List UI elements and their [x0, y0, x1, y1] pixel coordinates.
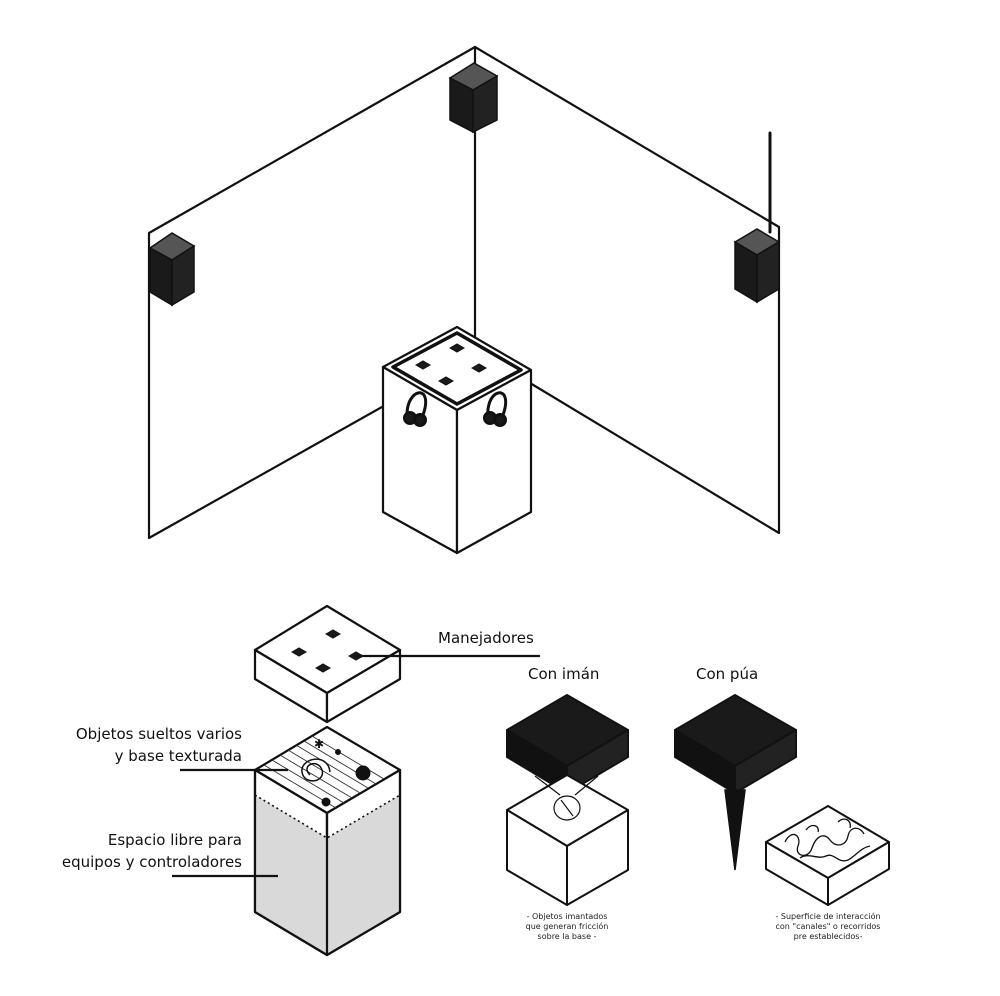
caption-iman-line3: sobre la base - — [537, 932, 597, 941]
label-objetos-line1: Objetos sueltos varios — [75, 725, 242, 743]
label-objetos-line2: y base texturada — [114, 747, 242, 765]
pedestal-room — [381, 325, 533, 555]
channel-paths — [784, 818, 871, 862]
label-espacio-line1: Espacio libre para — [107, 831, 242, 849]
textured-surface — [263, 735, 385, 809]
caption-iman-line1: - Objetos imantados — [526, 912, 608, 921]
speaker-right — [733, 228, 781, 304]
caption-pua-line1: - Superficie de interacción — [775, 912, 881, 921]
label-manejadores: Manejadores — [438, 629, 534, 647]
magnet-base — [506, 774, 629, 906]
base-module — [253, 725, 402, 957]
magnet-field — [534, 775, 599, 821]
channel-base — [765, 805, 890, 906]
label-con-iman: Con imán — [528, 665, 600, 683]
caption-pua: - Superficie de interacción con "canales… — [748, 912, 908, 942]
loose-objects: ✱ — [301, 737, 371, 807]
speaker-left — [148, 232, 196, 307]
headphones-left-icon — [403, 391, 428, 427]
lid-module — [253, 604, 402, 724]
spike — [724, 789, 746, 871]
caption-iman-line2: que generan fricción — [525, 922, 609, 931]
speaker-top — [448, 62, 499, 134]
label-espacio-line2: equipos y controladores — [61, 853, 242, 871]
caption-iman: - Objetos imantados que generan fricción… — [497, 912, 637, 942]
label-con-pua: Con púa — [696, 665, 759, 683]
svg-text:✱: ✱ — [314, 737, 324, 751]
handler-knobs-room — [414, 343, 488, 386]
spike-block — [674, 694, 797, 794]
caption-pua-line3: pre establecidos- — [793, 932, 863, 941]
caption-pua-line2: con "canales" o recorridos — [775, 922, 881, 931]
headphones-right-icon — [483, 391, 508, 427]
magnet-block — [506, 694, 629, 794]
